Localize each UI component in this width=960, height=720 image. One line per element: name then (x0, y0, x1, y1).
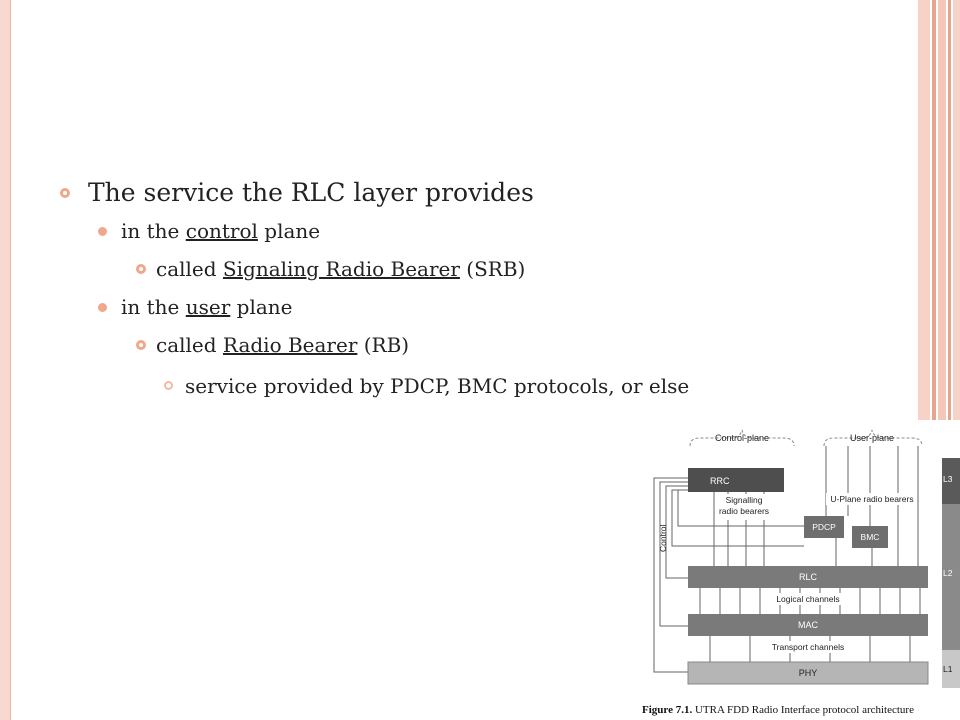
control-plane-label: Control-plane (715, 433, 769, 443)
bullet-text: in the user plane (121, 295, 293, 319)
figure-caption: Figure 7.1. UTRA FDD Radio Interface pro… (642, 704, 960, 716)
ring-bullet-icon (164, 381, 173, 390)
mac-box (688, 614, 928, 636)
signalling-label-2: radio bearers (719, 506, 769, 516)
bullet-rb: called Radio Bearer (RB) (136, 333, 780, 357)
caption-number: Figure 7.1. (642, 704, 693, 716)
bmc-box (852, 526, 888, 548)
caption-text: UTRA FDD Radio Interface protocol archit… (694, 704, 914, 716)
bullet-text: called Radio Bearer (RB) (156, 333, 410, 357)
uplane-bearers-label: U-Plane radio bearers (830, 494, 913, 504)
bmc-label: BMC (861, 532, 880, 542)
protocol-diagram: Control-plane User-plane (653, 429, 960, 688)
rlc-label: RLC (799, 572, 818, 582)
ring-bullet-icon (136, 340, 146, 350)
ring-bullet-icon (60, 187, 70, 198)
underlined-term: Signaling Radio Bearer (222, 257, 460, 281)
left-accent-bar (0, 0, 11, 720)
rrc-label: RRC (710, 476, 730, 486)
dot-bullet-icon (98, 302, 107, 312)
l2-label: L2 (943, 568, 953, 578)
phy-box (687, 661, 929, 685)
underlined-term: control (185, 219, 258, 243)
l3-label: L3 (943, 474, 953, 484)
rlc-box (688, 566, 928, 588)
pdcp-label: PDCP (812, 522, 836, 532)
bullet-srb: called Signaling Radio Bearer (SRB) (136, 257, 780, 281)
bullet-level1: The service the RLC layer provides (60, 178, 780, 207)
dot-bullet-icon (98, 226, 107, 236)
phy-label: PHY (799, 668, 818, 678)
l3-band (942, 458, 960, 504)
logical-channels-label: Logical channels (776, 594, 839, 604)
bullet-user-plane: in the user plane (98, 295, 780, 319)
ring-bullet-icon (136, 264, 146, 274)
control-label: Control (658, 524, 668, 552)
user-plane-label: User-plane (850, 433, 894, 443)
transport-channels-label: Transport channels (772, 642, 844, 652)
pdcp-box (804, 516, 844, 538)
bullet-text: called Signaling Radio Bearer (SRB) (156, 257, 526, 281)
bullet-service: service provided by PDCP, BMC protocols,… (164, 371, 780, 401)
signalling-label-1: Signalling (726, 495, 763, 505)
bullet-list: The service the RLC layer provides in th… (60, 178, 780, 401)
bullet-control-plane: in the control plane (98, 219, 780, 243)
mac-label: MAC (798, 620, 819, 630)
underlined-term: Radio Bearer (222, 333, 358, 357)
bullet-text: in the control plane (121, 219, 321, 243)
underlined-term: user (185, 295, 231, 319)
l2-band (942, 504, 960, 650)
bullet-text: The service the RLC layer provides (88, 178, 534, 207)
protocol-architecture-figure: Control-plane User-plane (640, 420, 960, 720)
l1-band (942, 650, 960, 688)
rrc-box (688, 468, 784, 492)
bullet-text: service provided by PDCP, BMC protocols,… (185, 374, 690, 398)
l1-label: L1 (943, 664, 953, 674)
